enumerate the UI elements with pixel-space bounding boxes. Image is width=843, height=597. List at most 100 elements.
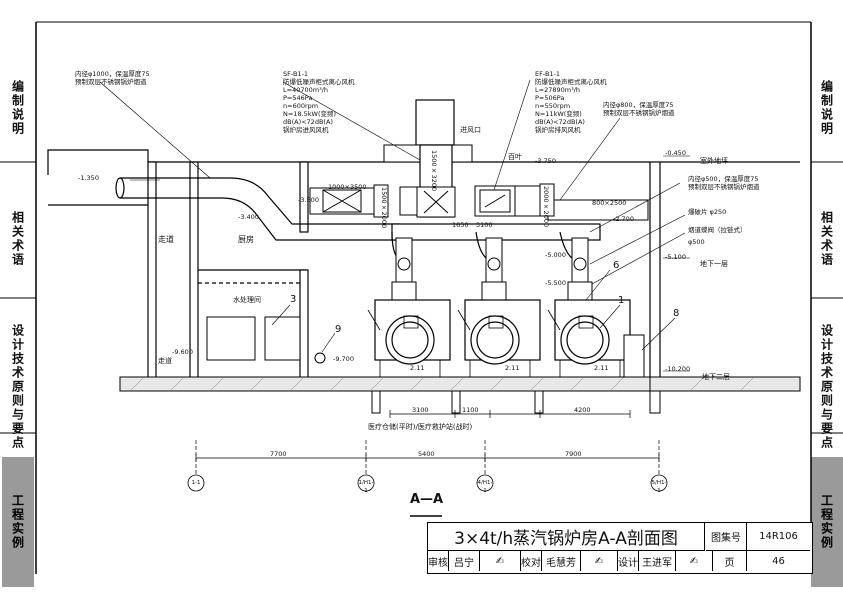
- supply-fan-line: N=18.5kW(变频): [283, 110, 337, 118]
- review-name: 吕宁: [449, 551, 480, 571]
- drawing-title: 3×4t/h蒸汽锅炉房A-A剖面图: [428, 523, 705, 551]
- tab-compilation-notes[interactable]: 编制说明: [10, 80, 25, 136]
- dimension-label: 7700: [270, 450, 287, 458]
- elevation-mark: -1.350: [78, 174, 99, 182]
- check-signature: ✍: [581, 551, 618, 571]
- item-number: 8: [673, 308, 680, 319]
- item-number: 9: [335, 324, 342, 335]
- tab-engineering-examples-right[interactable]: 工程实例: [811, 457, 843, 587]
- supply-fan-line: dB(A)<72dB(A): [283, 118, 333, 126]
- left-duct-note-line: 内径φ1000，保温厚度75: [75, 70, 150, 78]
- check-label: 校对: [521, 551, 542, 571]
- exhaust-fan-title: EF-B1-1: [535, 70, 561, 78]
- mid-duct-note: 内径φ500，保温厚度75 预制双层不锈钢锅炉烟道: [688, 175, 760, 191]
- right-duct-note-line: 预制双层不锈钢锅炉烟道: [603, 109, 675, 117]
- tab-compilation-notes-right[interactable]: 编制说明: [819, 80, 834, 136]
- tab-related-terms[interactable]: 相关术语: [10, 211, 25, 267]
- supply-fan-line: 锅炉房进风风机: [283, 126, 329, 134]
- left-duct-note: 内径φ1000，保温厚度75 预制双层不锈钢锅炉烟道: [75, 70, 150, 86]
- exhaust-fan-line: dB(A)<72dB(A): [535, 118, 585, 126]
- mid-duct-note-line: 内径φ500，保温厚度75: [688, 175, 759, 183]
- tab-design-principles-right[interactable]: 设计技术原则与要点: [819, 324, 834, 450]
- explosion-panel-label: 爆破片 φ250: [688, 208, 727, 216]
- exhaust-fan-line: L=27890m³/h: [535, 86, 580, 94]
- room-function-note: 医疗仓储(平时)/医疗救护站(战时): [368, 423, 473, 431]
- valve-label: 2.11: [505, 364, 520, 372]
- tab-design-principles[interactable]: 设计技术原则与要点: [10, 324, 25, 450]
- elevation-mark: -3.400: [238, 213, 259, 221]
- basement-1-label: 地下一层: [700, 260, 728, 268]
- exhaust-fan-line: n=550rpm: [535, 102, 571, 110]
- kitchen-label: 厨房: [238, 235, 254, 244]
- exhaust-fan-line: N=11kW(变频): [535, 110, 582, 118]
- supply-fan-line: n=600rpm: [283, 102, 319, 110]
- tab-related-terms-right[interactable]: 相关术语: [819, 211, 834, 267]
- elevation-mark: -9.600: [172, 348, 193, 356]
- exhaust-fan-line: 锅炉房排风风机: [535, 126, 581, 134]
- duct-size-label: 1500×2000: [380, 187, 388, 229]
- dimension-label: 7900: [565, 450, 582, 458]
- elevation-mark: -9.700: [333, 355, 354, 363]
- water-room-label: 水处理间: [233, 296, 261, 304]
- elevation-mark: -10.200: [665, 365, 691, 373]
- item-number: 3: [290, 294, 297, 305]
- valve-label: 2.11: [410, 364, 425, 372]
- atlas-no-label: 图集号: [706, 523, 747, 551]
- review-label: 审核: [428, 551, 449, 571]
- valve-label: 2.11: [594, 364, 609, 372]
- basement-2-label: 地下二层: [702, 373, 730, 381]
- dimension-label: 3100: [412, 406, 429, 414]
- vent-shaft-label: 进风口: [460, 126, 481, 134]
- duct-size-label: 1000×3500: [328, 183, 367, 191]
- supply-fan-line: L=40700m³/h: [283, 86, 328, 94]
- mid-duct-note-line: 预制双层不锈钢锅炉烟道: [688, 183, 760, 191]
- design-signature: ✍: [676, 551, 713, 571]
- elevation-mark: -5.500: [545, 279, 566, 287]
- elevation-mark: -3.500: [298, 196, 319, 204]
- supply-fan-title: SF-B1-1: [283, 70, 309, 78]
- exhaust-fan-line: 防爆低噪声柜式离心风机: [535, 78, 607, 86]
- duct-size-label: 1650: [452, 221, 469, 229]
- page-number: 46: [772, 555, 785, 567]
- right-duct-note-line: 内径φ800，保温厚度75: [603, 101, 674, 109]
- supply-fan-spec: SF-B1-1 防爆低噪声柜式离心风机 L=40700m³/h P=546Pa …: [283, 70, 355, 134]
- elevation-mark: -2.700: [613, 215, 634, 223]
- axis-bubble: 5/H1-1: [651, 480, 667, 494]
- elevation-mark: -0.450: [665, 149, 686, 157]
- outdoor-grade-label: 室外地坪: [700, 157, 728, 165]
- design-name: 王进军: [639, 551, 676, 571]
- supply-fan-line: 防爆低噪声柜式离心风机: [283, 78, 355, 86]
- louver-label: 百叶: [508, 153, 522, 161]
- axis-bubble: 1-1: [191, 480, 201, 486]
- dimension-label: 4200: [574, 406, 591, 414]
- duct-size-label: 800×2500: [592, 199, 627, 207]
- exhaust-fan-spec: EF-B1-1 防爆低噪声柜式离心风机 L=27890m³/h P=506Pa …: [535, 70, 607, 134]
- section-label: A—A: [410, 492, 444, 507]
- elevation-mark: -3.750: [535, 157, 556, 165]
- design-label: 设计: [618, 551, 639, 571]
- corridor-label-2: 走道: [158, 357, 172, 365]
- supply-fan-line: P=546Pa: [283, 94, 313, 102]
- exhaust-fan-line: P=506Pa: [535, 94, 565, 102]
- axis-bubble: 1/H1-1: [358, 480, 374, 494]
- tab-engineering-examples[interactable]: 工程实例: [2, 457, 34, 587]
- corridor-label: 走道: [158, 235, 174, 244]
- right-duct-note: 内径φ800，保温厚度75 预制双层不锈钢锅炉烟道: [603, 101, 675, 117]
- dimension-label: 1100: [462, 406, 479, 414]
- item-number: 1: [618, 295, 625, 306]
- item-number: 6: [613, 260, 620, 271]
- damper-label: 烟道蝶阀（拉链式）: [688, 226, 747, 234]
- page-label: 页: [713, 551, 747, 571]
- duct-size-label: 1500×3200: [430, 150, 438, 192]
- duct-size-label: 3100: [476, 221, 493, 229]
- duct-size-label: 2000×2000: [542, 186, 550, 228]
- damper-size-label: φ500: [688, 238, 705, 246]
- title-block: 3×4t/h蒸汽锅炉房A-A剖面图 图集号 14R106 审核 吕宁 ✍ 校对 …: [427, 522, 813, 574]
- review-signature: ✍: [480, 551, 521, 571]
- left-duct-note-line: 预制双层不锈钢锅炉烟道: [75, 78, 147, 86]
- dimension-label: 5400: [418, 450, 435, 458]
- check-name: 毛慧芳: [542, 551, 581, 571]
